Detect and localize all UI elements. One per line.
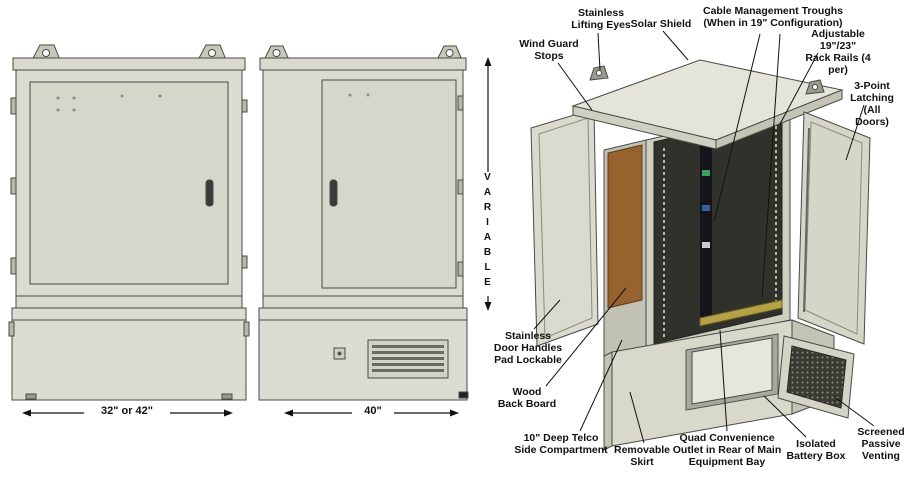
front-hinge xyxy=(10,177,17,195)
callout-rack-rails: Adjustable 19"/23" Rack Rails (4 per) xyxy=(805,28,871,77)
front-door-handle xyxy=(205,179,214,207)
left-open-door xyxy=(530,108,599,347)
skirt-hinge xyxy=(8,321,15,337)
skirt-hinge xyxy=(243,321,250,337)
side-vent-holes xyxy=(348,93,370,97)
front-width-dimension: 32" or 42" xyxy=(100,405,153,417)
side-hinge xyxy=(457,261,464,277)
skirt-foot xyxy=(221,393,233,400)
cable-trough-bar xyxy=(699,299,783,327)
callout-back-board: Wood Back Board xyxy=(497,386,557,411)
callout-battery: Isolated Battery Box xyxy=(786,438,846,463)
three-point-latch-rod xyxy=(803,127,810,313)
variable-height-dimension: VARIABLE xyxy=(482,172,493,292)
callout-door-handles: Stainless Door Handles Pad Lockable xyxy=(493,330,563,367)
roof-lifting-eye-left xyxy=(589,65,609,81)
front-latch xyxy=(241,255,248,269)
vent-door-open xyxy=(777,335,855,419)
callout-venting: Screened Passive Venting xyxy=(857,426,905,463)
side-hinge xyxy=(457,95,464,111)
front-bottom-rail xyxy=(15,295,243,309)
callout-telco: 10" Deep Telco Side Compartment xyxy=(514,432,608,457)
callout-cable-troughs: Cable Management Troughs (When in 19" Co… xyxy=(702,5,844,30)
front-latch xyxy=(241,99,248,113)
callout-solar-shield: Solar Shield xyxy=(630,18,692,30)
front-skirt xyxy=(11,307,247,401)
battery-box-inner xyxy=(691,337,773,405)
solar-shield-roof xyxy=(571,59,844,150)
side-view-drawing xyxy=(258,45,469,401)
front-view-drawing xyxy=(8,44,250,401)
callout-wind-guard: Wind Guard Stops xyxy=(519,38,579,63)
side-door xyxy=(321,79,457,289)
callout-lifting-eyes: Stainless Lifting Eyes xyxy=(571,7,631,32)
right-open-door xyxy=(797,111,871,345)
roof-lifting-eye-right xyxy=(805,79,825,95)
front-vent-holes xyxy=(56,94,162,112)
lifting-eye-side-right xyxy=(436,45,463,61)
callout-latching: 3-Point Latching (All Doors) xyxy=(850,80,894,129)
front-hinge xyxy=(10,257,17,275)
front-top-cap xyxy=(12,57,246,71)
vent-grille xyxy=(367,339,449,379)
front-door xyxy=(29,81,229,285)
callout-outlet: Quad Convenience Outlet in Rear of Main … xyxy=(672,432,782,469)
side-door-handle xyxy=(329,179,338,207)
ground-lug xyxy=(458,391,469,399)
lifting-eye-right xyxy=(197,44,227,61)
side-hinge xyxy=(457,179,464,195)
side-top-cap xyxy=(259,57,467,71)
side-bottom-rail xyxy=(262,295,464,309)
screened-vent-mesh xyxy=(786,345,847,409)
perspective-view-drawing xyxy=(530,59,871,451)
dimension-arrows xyxy=(22,57,492,417)
front-hinge xyxy=(10,97,17,115)
wood-back-board-panel xyxy=(607,144,643,309)
leader-lines xyxy=(533,30,875,444)
cable-management-vertical xyxy=(700,140,712,320)
callout-skirt: Removable Skirt xyxy=(613,444,671,469)
skirt-foot xyxy=(25,393,37,400)
side-width-dimension: 40" xyxy=(364,405,382,417)
